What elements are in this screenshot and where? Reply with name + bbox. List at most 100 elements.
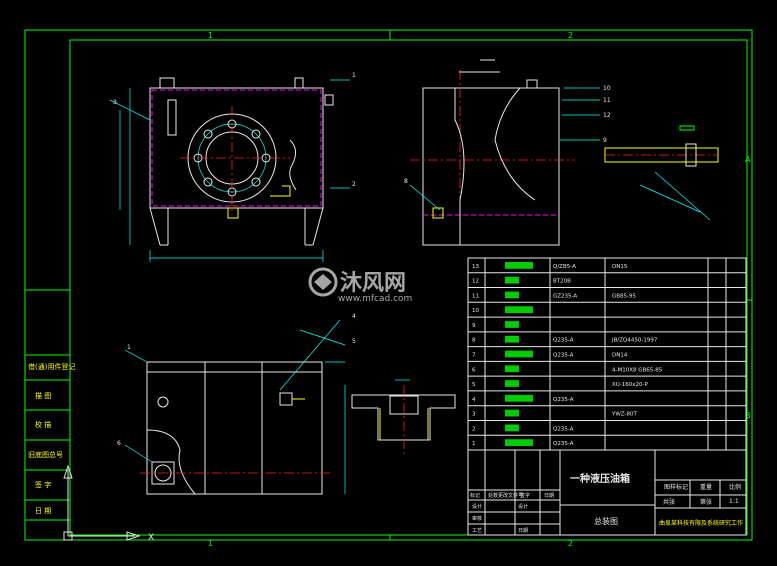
callout-number: 1: [352, 72, 356, 79]
bom-row-number: 1: [472, 441, 476, 447]
title-block: [467, 449, 747, 536]
zone-label-top-2: 2: [568, 31, 573, 40]
bom-row-number: 7: [472, 353, 476, 359]
bom-spec: JB/ZQ4450-1997: [611, 338, 658, 344]
detail-view-a: [604, 125, 719, 221]
bom-row-number: 11: [472, 293, 479, 299]
section-detail: [351, 379, 456, 455]
bom-material: GZ235-A: [553, 293, 577, 299]
tb-sign-col: 处数更改文件号: [488, 492, 523, 499]
callout-number: 8: [404, 178, 408, 185]
bom-name-block: [505, 335, 519, 343]
watermark-url: www.mfcad.com: [338, 294, 412, 304]
bom-name-block: [505, 306, 533, 314]
zone-label-top-1: 1: [208, 31, 213, 40]
side-view: [409, 59, 600, 246]
bom-row-number: 8: [472, 338, 476, 344]
bom-row-number: 13: [472, 264, 479, 270]
tb-scale-value: 1:1: [729, 498, 739, 505]
left-strip-label: 旧底图总号: [28, 450, 63, 459]
tb-design-code: 设计: [518, 503, 528, 510]
tb-role: 日期: [518, 528, 528, 534]
tb-sign-col: 签字: [520, 492, 530, 499]
svg-text:X: X: [148, 533, 154, 543]
top-view: [124, 319, 346, 495]
bom-name-block: [505, 380, 519, 387]
bom-row-number: 2: [472, 426, 476, 432]
callout-number: 1: [127, 344, 131, 351]
bom-row-number: 3: [472, 412, 476, 418]
inner-frame: [69, 39, 748, 536]
bom-row-number: 6: [472, 367, 476, 373]
tb-role: 设计: [472, 503, 482, 510]
tb-label-weight: 重量: [700, 483, 712, 491]
zone-label-bottom-2: 2: [568, 539, 573, 548]
bom-spec: YWZ-80T: [611, 412, 637, 418]
drawing-title: 一种液压油箱: [570, 472, 630, 485]
tb-role: 工艺: [472, 528, 482, 534]
bom-spec: DN15: [612, 264, 628, 270]
callout-number: 5: [352, 338, 356, 345]
bom-row-number: 4: [472, 397, 476, 403]
bom-material: BT20B: [553, 279, 571, 285]
bom-name-block: [505, 409, 519, 417]
bom-name-block: [505, 394, 533, 402]
tb-sign-col: 日期: [544, 493, 554, 499]
drawing-type: 总装图: [594, 516, 618, 526]
bom-row-number: 12: [472, 279, 479, 285]
callout-number: 10: [603, 85, 611, 92]
left-strip: 借(通)用件登记 描 图 校 描 旧底图总号 签 字 日 期: [25, 289, 75, 521]
bom-material: Q235-A: [553, 441, 574, 447]
bom-name-block: [505, 365, 519, 373]
callout-number: 11: [603, 97, 611, 104]
bom-material: Q235-A: [553, 353, 574, 359]
left-strip-label: 签 字: [35, 480, 51, 489]
zone-label-right-a: A: [745, 155, 751, 164]
callout-number: 12: [603, 112, 611, 119]
bom-material: Q235-A: [553, 397, 574, 403]
bom-row-number: 9: [472, 323, 476, 329]
tb-role: 审核: [472, 515, 482, 522]
bom-name-block: [505, 276, 519, 284]
zone-label-bottom-1: 1: [208, 539, 213, 548]
watermark: 沐风网 www.mfcad.com: [308, 267, 412, 304]
left-strip-label: 描 图: [35, 391, 51, 400]
bom-name-block: [505, 350, 533, 358]
bom-material: Q235-A: [553, 426, 574, 432]
callout-number: 4: [352, 313, 356, 320]
tb-label-marking: 图样标记: [664, 483, 688, 491]
callout-number: 3: [113, 99, 117, 106]
bom-material: Q/ZB5-A: [553, 264, 576, 270]
outer-frame: [24, 29, 753, 541]
left-strip-label: 校 描: [35, 420, 51, 429]
tb-company: 曲阜某科技有限及系统研究工作: [659, 519, 743, 527]
bom-spec: DN14: [612, 353, 628, 359]
front-view: [109, 77, 350, 262]
bom-spec: XU-160x20-P: [612, 382, 649, 388]
bom-name-block: [505, 321, 519, 328]
watermark-brand: 沐风网: [340, 271, 406, 296]
tb-label-scale: 比例: [729, 483, 741, 491]
bom-row-number: 10: [472, 308, 479, 314]
tb-label-sheets: 共张: [663, 498, 675, 506]
left-strip-label: 借(通)用件登记: [28, 362, 75, 371]
callout-number: 9: [603, 137, 607, 144]
bom-row-number: 5: [472, 382, 476, 388]
zone-label-right-b: B: [745, 411, 751, 420]
callout-number: 6: [117, 440, 121, 447]
bom-material: Q235-A: [553, 338, 574, 344]
bom-name-block: [505, 424, 519, 432]
left-strip-label: 日 期: [35, 507, 51, 515]
bom-name-block: [505, 439, 533, 446]
tb-sign-col: 标记: [470, 492, 480, 499]
bom-spec: GB85-95: [612, 293, 637, 299]
callout-number: 2: [352, 181, 356, 188]
tb-label-sheet: 第张: [700, 498, 712, 506]
bom-spec: 4-M10X8 GB65-85: [612, 367, 663, 373]
ucs-axis-icon: X: [63, 464, 154, 543]
bom-name-block: [505, 262, 533, 269]
bom-name-block: [505, 291, 519, 299]
